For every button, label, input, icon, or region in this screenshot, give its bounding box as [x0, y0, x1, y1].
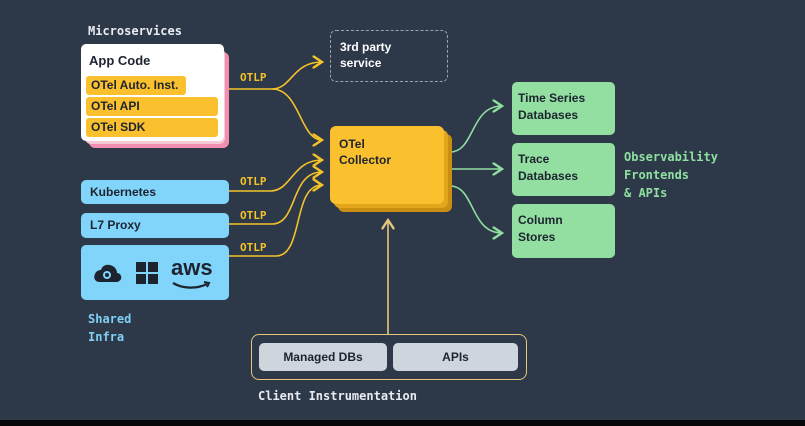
otlp-to-third-party [271, 62, 322, 90]
app-code-title: App Code [89, 53, 151, 68]
observability-caption: Observability Frontends & APIs [624, 150, 718, 200]
otel-auto-inst-pill: OTel Auto. Inst. [86, 76, 186, 95]
otel-sdk-pill: OTel SDK [86, 118, 218, 137]
apis-box: APIs [393, 343, 518, 371]
cloud-providers-box: aws [81, 245, 229, 300]
kubernetes-box: Kubernetes [81, 180, 229, 204]
otlp-label-l7-proxy: OTLP [240, 209, 267, 222]
time-series-databases-box: Time Series Databases [512, 82, 615, 135]
otlp-line-l7-proxy [229, 172, 322, 225]
otel-collector-box: OTel Collector [330, 126, 444, 204]
app-code-card: App Code OTel Auto. Inst. OTel API OTel … [81, 44, 224, 141]
column-stores-box: Column Stores [512, 204, 615, 258]
third-party-service-label: 3rd party service [340, 40, 392, 70]
otel-api-pill: OTel API [86, 97, 218, 116]
aws-smile-icon [172, 281, 211, 289]
otlp-line-kubernetes [229, 160, 322, 192]
managed-dbs-box: Managed DBs [259, 343, 387, 371]
backend-line-time-series [450, 106, 502, 152]
third-party-service-box: 3rd party service [330, 30, 448, 82]
microservices-caption: Microservices [88, 24, 182, 38]
otlp-to-collector [271, 88, 322, 140]
otel-collector-label: OTel Collector [339, 137, 392, 167]
l7-proxy-box: L7 Proxy [81, 213, 229, 238]
bottom-edge [0, 420, 805, 426]
otlp-label-microservices: OTLP [240, 71, 267, 84]
otlp-label-infra: OTLP [240, 241, 267, 254]
backend-line-column [450, 186, 502, 233]
microsoft-azure-icon [136, 262, 158, 284]
google-cloud-icon [94, 264, 122, 282]
trace-databases-box: Trace Databases [512, 143, 615, 196]
aws-logo: aws [171, 255, 213, 280]
client-instrumentation-caption: Client Instrumentation [258, 389, 417, 403]
client-instrumentation-group: Managed DBs APIs [251, 334, 527, 380]
shared-infra-caption: Shared Infra [88, 312, 132, 344]
otlp-line-infra [229, 185, 322, 257]
otlp-label-kubernetes: OTLP [240, 175, 267, 188]
